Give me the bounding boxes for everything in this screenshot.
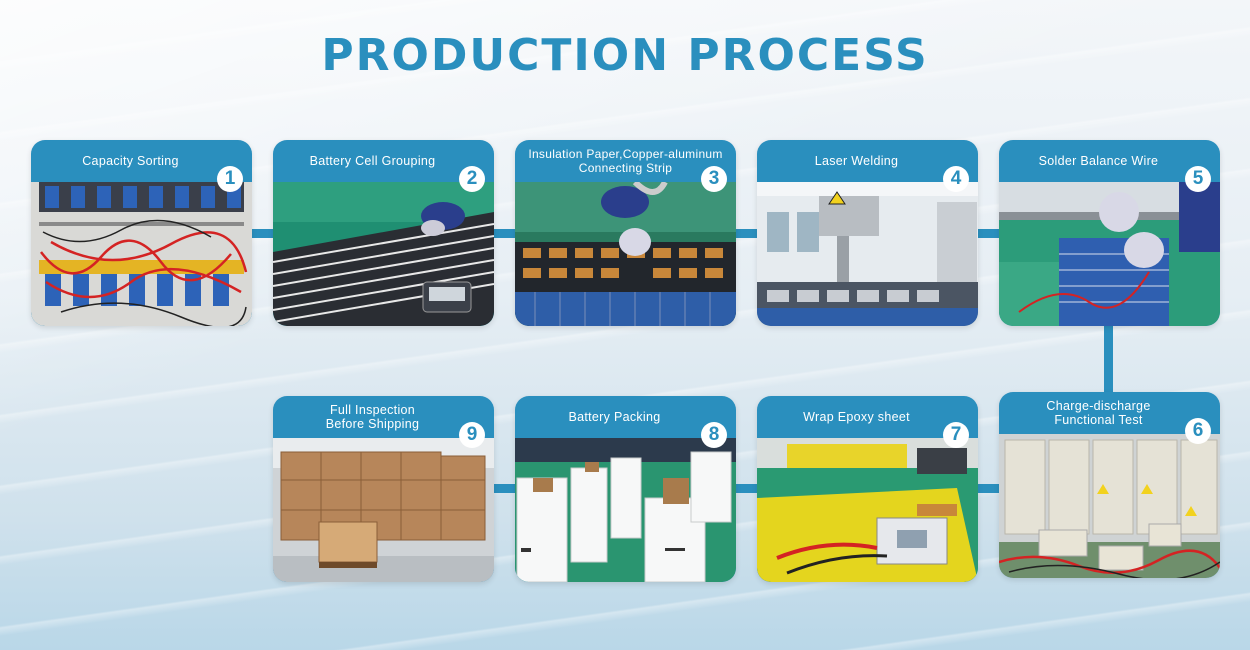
step-label: Wrap Epoxy sheet [803,410,910,424]
step-card-battery-cell-grouping: Battery Cell Grouping 2 [273,140,494,326]
step-header: Battery Cell Grouping [273,140,494,182]
step-photo-capacity-sorting [31,182,252,326]
step-header: Charge-discharge Functional Test [999,392,1220,434]
step-number-badge: 8 [701,422,727,448]
step-header: Laser Welding [757,140,978,182]
step-label: Battery Packing [568,410,661,424]
step-number-badge: 5 [1185,166,1211,192]
step-number-badge: 2 [459,166,485,192]
page-title: PRODUCTION PROCESS [321,30,929,81]
step-photo-wrap-epoxy-sheet [757,438,978,582]
step-label: Solder Balance Wire [1038,154,1159,168]
step-label: Battery Cell Grouping [309,154,436,168]
step-header: Wrap Epoxy sheet [757,396,978,438]
step-card-wrap-epoxy-sheet: Wrap Epoxy sheet 7 [757,396,978,582]
step-photo-battery-packing [515,438,736,582]
step-label: Capacity Sorting [82,154,179,168]
step-label: Charge-discharge Functional Test [1046,399,1151,427]
step-photo-solder-balance-wire [999,182,1220,326]
step-card-solder-balance-wire: Solder Balance Wire 5 [999,140,1220,326]
step-header: Capacity Sorting [31,140,252,182]
step-header: Full Inspection Before Shipping [273,396,494,438]
step-card-laser-welding: Laser Welding 4 [757,140,978,326]
step-label: Laser Welding [814,154,899,168]
step-number-badge: 3 [701,166,727,192]
step-number-badge: 4 [943,166,969,192]
step-header: Insulation Paper,Copper-aluminum Connect… [515,140,736,182]
step-label: Insulation Paper,Copper-aluminum Connect… [528,147,723,175]
step-card-battery-packing: Battery Packing 8 [515,396,736,582]
step-photo-charge-discharge-test [999,434,1220,578]
step-photo-full-inspection [273,438,494,582]
step-photo-battery-cell-grouping [273,182,494,326]
flow-connector-vertical [1104,320,1113,400]
step-label: Full Inspection Before Shipping [325,403,420,431]
step-number-badge: 9 [459,422,485,448]
step-card-charge-discharge-test: Charge-discharge Functional Test 6 [999,392,1220,578]
step-header: Battery Packing [515,396,736,438]
step-number-badge: 6 [1185,418,1211,444]
step-number-badge: 7 [943,422,969,448]
step-photo-laser-welding [757,182,978,326]
step-header: Solder Balance Wire [999,140,1220,182]
step-number-badge: 1 [217,166,243,192]
step-photo-insulation-paper [515,182,736,326]
flow-connector-bottom [380,484,1110,493]
step-card-capacity-sorting: Capacity Sorting 1 [31,140,252,326]
step-card-full-inspection: Full Inspection Before Shipping 9 [273,396,494,582]
step-card-insulation-paper: Insulation Paper,Copper-aluminum Connect… [515,140,736,326]
